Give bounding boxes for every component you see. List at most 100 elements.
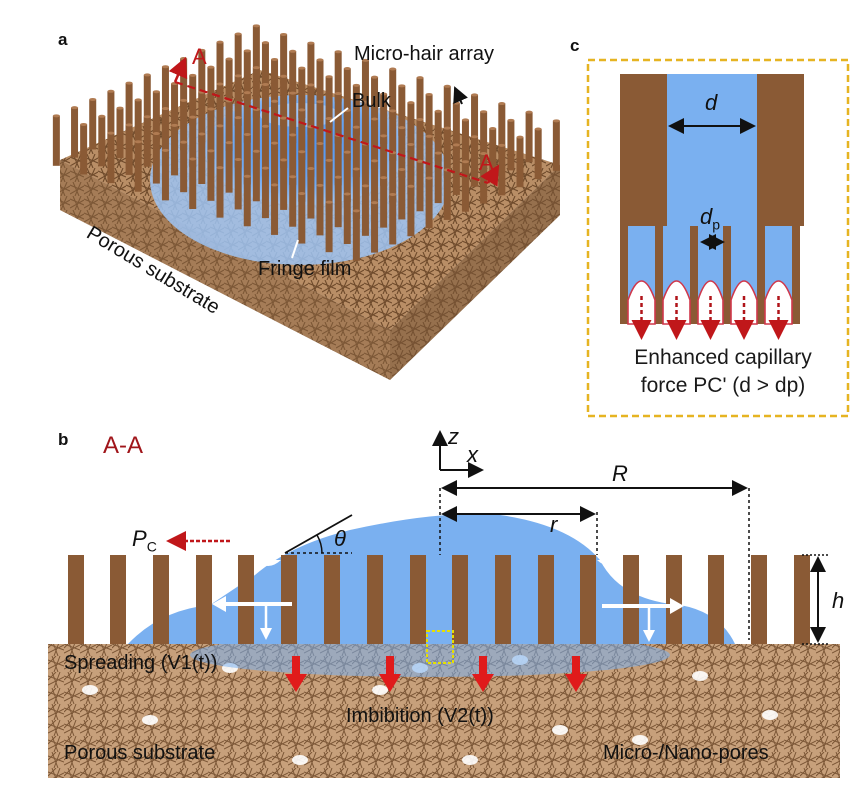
micro-hair bbox=[316, 143, 324, 194]
micro-hair bbox=[234, 117, 242, 168]
section-mark-start: A bbox=[192, 44, 207, 69]
small-pillar bbox=[792, 226, 800, 324]
large-pillar-left bbox=[620, 74, 667, 226]
micro-hair bbox=[507, 120, 515, 171]
micro-hair bbox=[152, 91, 160, 142]
micro-hair bbox=[271, 184, 279, 235]
droplet-profile bbox=[128, 514, 735, 644]
micro-hair bbox=[271, 101, 279, 152]
micro-hair bbox=[52, 115, 60, 166]
micro-hair bbox=[452, 103, 460, 154]
micro-hair bbox=[280, 76, 288, 127]
pillar bbox=[495, 555, 511, 644]
micro-hair bbox=[352, 210, 360, 261]
R-label: R bbox=[612, 461, 628, 486]
micro-hair bbox=[425, 136, 433, 187]
micro-hair bbox=[498, 103, 506, 154]
micro-hair bbox=[407, 186, 415, 237]
micro-hair bbox=[334, 177, 342, 228]
micro-hair bbox=[352, 85, 360, 136]
caption-line-1: Enhanced capillary bbox=[634, 346, 812, 369]
spreading-arrows bbox=[212, 596, 684, 642]
micro-hair bbox=[80, 124, 88, 175]
caption-line-2: force PC' (d > dp) bbox=[640, 374, 806, 397]
micro-hair bbox=[198, 50, 206, 101]
pillar bbox=[196, 555, 212, 644]
micro-hair bbox=[289, 134, 297, 185]
micro-hair bbox=[398, 169, 406, 220]
micro-hair bbox=[171, 125, 179, 176]
pc-label-sub: C bbox=[146, 538, 157, 555]
pc-label: PC bbox=[132, 526, 157, 554]
micro-hair bbox=[216, 84, 224, 134]
pc-label-main: P bbox=[132, 526, 147, 551]
pillar bbox=[153, 555, 169, 644]
micro-hair bbox=[407, 102, 415, 153]
micro-hair bbox=[261, 168, 269, 219]
micro-hair bbox=[107, 133, 115, 184]
micro-hair bbox=[443, 169, 451, 220]
h-label: h bbox=[832, 588, 845, 613]
panel-label-a: a bbox=[58, 30, 68, 49]
bulk-label: Bulk bbox=[352, 90, 391, 112]
micro-hair bbox=[298, 109, 306, 160]
pillar bbox=[580, 555, 596, 644]
micro-hair bbox=[371, 160, 379, 211]
micro-hair bbox=[361, 144, 369, 194]
micro-hair bbox=[271, 59, 279, 110]
dp-label-sub: p bbox=[712, 216, 721, 233]
d-label: d bbox=[705, 90, 718, 115]
dp-label-main: d bbox=[700, 204, 713, 229]
imbibition-arrows bbox=[285, 656, 587, 692]
micro-hair bbox=[525, 112, 533, 163]
micro-hair bbox=[261, 126, 269, 177]
zoom-box bbox=[426, 630, 454, 664]
micro-hair bbox=[552, 120, 560, 171]
pillar bbox=[68, 555, 84, 644]
micro-hair bbox=[216, 167, 224, 218]
micro-hair bbox=[298, 68, 306, 119]
micro-hair bbox=[243, 134, 251, 185]
micro-hair bbox=[343, 152, 351, 203]
micro-hair bbox=[334, 51, 342, 102]
axis-x-label: x bbox=[467, 442, 478, 467]
micro-hair bbox=[434, 153, 442, 204]
theta-label: θ bbox=[334, 526, 346, 551]
micro-hair bbox=[171, 83, 179, 134]
micro-hair bbox=[180, 142, 188, 193]
micro-hair bbox=[389, 110, 397, 161]
porous-substrate-label-b: Porous substrate bbox=[64, 742, 216, 764]
micro-hair bbox=[234, 159, 242, 210]
micro-hair bbox=[134, 141, 142, 192]
micro-hair bbox=[161, 108, 169, 159]
micro-hair bbox=[207, 150, 215, 201]
micro-hair-array-pillars bbox=[52, 24, 560, 261]
micro-hair bbox=[371, 77, 379, 128]
micro-hair bbox=[371, 119, 379, 169]
small-pillar bbox=[690, 226, 698, 324]
panel-label-b: b bbox=[58, 430, 69, 449]
micro-hair bbox=[216, 125, 224, 176]
pillar bbox=[751, 555, 767, 644]
section-title: A-A bbox=[103, 432, 144, 459]
micro-hair bbox=[407, 144, 415, 195]
micro-hair bbox=[252, 151, 260, 202]
micro-hair bbox=[198, 92, 206, 143]
micro-hair bbox=[271, 143, 279, 194]
panel-label-c: c bbox=[570, 36, 580, 55]
pillar bbox=[324, 555, 340, 644]
micro-hair bbox=[352, 169, 360, 219]
pillars-row bbox=[68, 555, 810, 644]
micro-hair bbox=[389, 152, 397, 203]
micro-hair bbox=[461, 119, 469, 170]
micro-hair bbox=[243, 92, 251, 143]
pillar bbox=[110, 555, 126, 644]
micro-hair bbox=[280, 34, 288, 85]
micro-hair bbox=[334, 93, 342, 144]
micro-hair bbox=[325, 202, 333, 253]
small-pillar bbox=[757, 226, 765, 324]
micro-hair bbox=[189, 75, 197, 126]
micro-hair bbox=[180, 58, 188, 109]
micro-hair bbox=[125, 124, 133, 175]
micro-hair bbox=[307, 43, 315, 94]
